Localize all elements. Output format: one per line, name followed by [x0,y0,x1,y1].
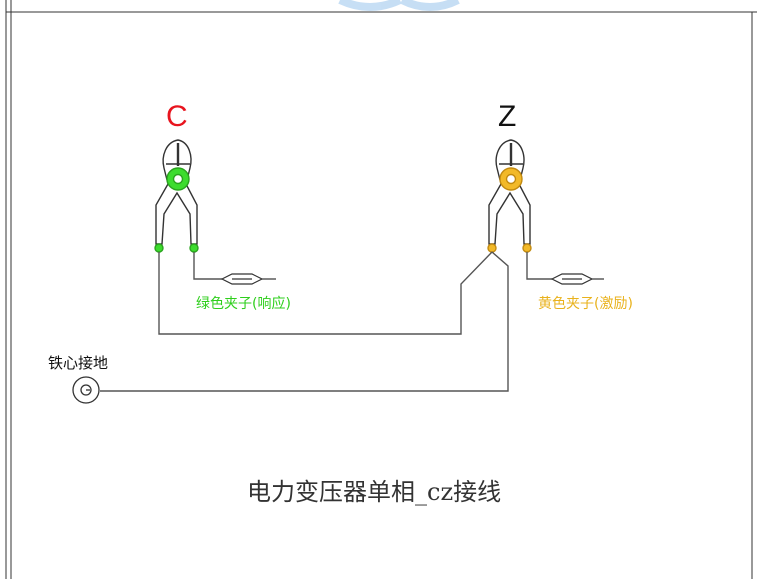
core-ground-label: 铁心接地 [48,354,109,372]
wires [100,251,552,392]
connector-z-icon [550,273,604,285]
clamp-z-icon [487,139,532,253]
green-clamp-label: 绿色夹子(响应) [196,296,291,312]
watermark-logo [338,0,460,11]
diagram-title: 电力变压器单相_cz接线 [247,478,502,506]
yellow-clamp-label: 黄色夹子(激励) [538,296,633,312]
clamp-c-letter: C [166,100,188,133]
connector-c-icon [220,273,276,285]
clamp-z-letter: Z [498,100,517,133]
page-frame [5,0,757,579]
clamp-c-icon [154,139,199,253]
ground-terminal-icon [72,376,100,404]
